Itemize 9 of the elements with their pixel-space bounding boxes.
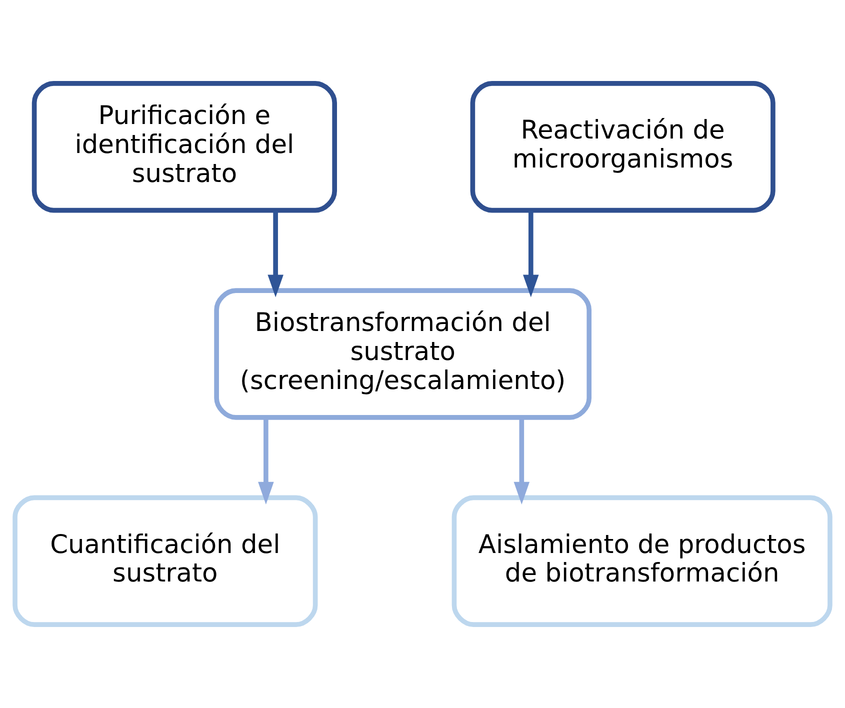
node-box: Purificación e identificación del sustrato (32, 81, 337, 213)
arrow (523, 210, 539, 298)
arrow (514, 418, 530, 504)
arrow (258, 418, 274, 504)
node-box: Cuantificación del sustrato (12, 495, 318, 627)
node-box: Reactivación de microorganismos (470, 81, 776, 213)
arrow (268, 210, 284, 298)
node-box: Biostransformación del sustrato (screening/escalamiento) (214, 288, 592, 420)
node-box: Aislamiento de productos de biotransformación (452, 495, 832, 627)
